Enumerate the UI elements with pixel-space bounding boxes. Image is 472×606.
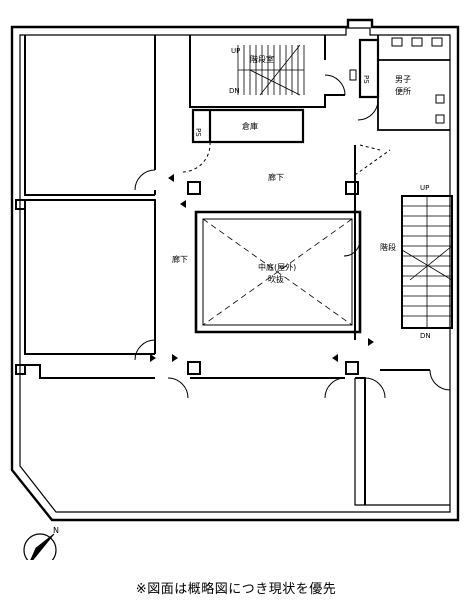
- label-dn-top: DN: [229, 87, 240, 95]
- label-mens-toilet-2: 便所: [395, 86, 411, 96]
- stair-room-treads: [237, 44, 305, 96]
- stairs-right-frame: [354, 145, 453, 340]
- label-stairs-right: 階段: [380, 242, 396, 252]
- bottom-office-inner: [354, 378, 450, 506]
- direction-markers: [150, 174, 374, 362]
- label-dn-right: DN: [420, 332, 431, 340]
- label-mens-toilet-1: 男子: [395, 75, 411, 84]
- toilet-wall: [377, 35, 450, 131]
- column: [15, 199, 26, 210]
- label-up-right: UP: [420, 184, 429, 192]
- floor-plan: UP DN 階段室 PS 倉庫 PS 男子 便所 廊下 廊下 中庭(屋外) 吹抜…: [10, 18, 460, 560]
- office-top-left-wall: [24, 35, 156, 196]
- toilet-fixtures: [349, 37, 445, 124]
- column: [345, 361, 359, 375]
- label-ps-left: PS: [194, 128, 202, 137]
- north-compass: [23, 533, 57, 560]
- column: [187, 361, 201, 375]
- label-stair-room: 階段室: [250, 54, 274, 64]
- stair-room-wall: [189, 35, 345, 108]
- stairs-right-treads: [401, 196, 453, 328]
- label-corridor-top: 廊下: [268, 172, 284, 182]
- column: [15, 364, 26, 375]
- door-swings: [134, 74, 451, 399]
- label-north: N: [53, 526, 59, 535]
- courtyard-diagonals: [202, 218, 353, 326]
- label-courtyard-2: 吹抜: [268, 274, 284, 284]
- column: [345, 181, 359, 195]
- courtyard-outer: [194, 210, 362, 334]
- ps-right-wall: [358, 38, 380, 99]
- inner-wall: [19, 27, 451, 513]
- column: [187, 181, 201, 195]
- label-corridor-left: 廊下: [172, 254, 188, 264]
- bottom-office-wall: [20, 364, 430, 505]
- label-up-top: UP: [231, 47, 240, 55]
- label-courtyard-1: 中庭(屋外): [258, 262, 296, 272]
- label-ps-right: PS: [362, 75, 370, 84]
- label-storage: 倉庫: [242, 121, 258, 131]
- office-mid-left-wall: [24, 199, 156, 355]
- outer-wall: [10, 18, 460, 522]
- disclaimer-caption: ※図面は概略図につき現状を優先: [135, 582, 337, 597]
- storage-wall: [191, 108, 305, 144]
